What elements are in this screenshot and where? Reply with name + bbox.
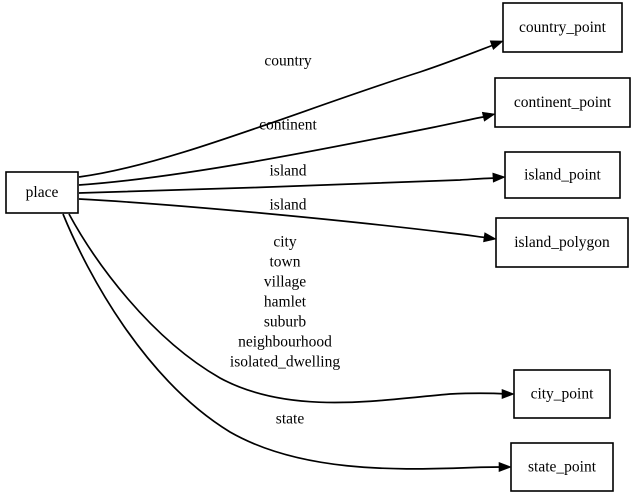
edge-label-edge-continent: continent — [259, 117, 317, 134]
edge-place-to-island_point — [78, 172, 506, 194]
edge-labels-layer: country continent island island city town vill… — [230, 53, 340, 428]
node-box[interactable] — [494, 77, 631, 128]
node-box[interactable] — [510, 442, 614, 492]
target-node-country_point[interactable]: country_point — [502, 2, 623, 53]
edge-place-to-city_point — [68, 213, 515, 404]
edge-line — [68, 213, 507, 404]
edge-label-line: village — [264, 274, 306, 291]
node-label: island_point — [524, 167, 601, 184]
edge-label-edge-country: country — [264, 53, 312, 70]
edge-label-edge-state: state — [276, 411, 305, 428]
edge-label-line: isolated_dwelling — [230, 354, 340, 371]
node-box[interactable] — [513, 369, 611, 419]
arrowhead-icon — [483, 232, 497, 243]
edges-layer — [62, 40, 515, 473]
node-label: island_polygon — [514, 234, 610, 251]
edge-place-to-state_point — [62, 213, 512, 473]
edge-line — [78, 198, 490, 239]
arrowhead-icon — [498, 461, 512, 473]
edge-label-line: neighbourhood — [238, 334, 332, 351]
node-label: place — [26, 184, 59, 201]
node-label: continent_point — [514, 94, 612, 111]
target-node-island_point[interactable]: island_point — [504, 151, 621, 199]
target-node-city_point[interactable]: city_point — [513, 369, 611, 419]
target-node-island_polygon[interactable]: island_polygon — [495, 217, 629, 268]
edge-label-line: hamlet — [264, 294, 307, 311]
edge-place-to-country_point — [78, 40, 504, 178]
arrowhead-icon — [492, 172, 506, 183]
target-node-continent_point[interactable]: continent_point — [494, 77, 631, 128]
edge-line — [78, 43, 497, 178]
edge-place-to-island_polygon — [78, 198, 497, 243]
node-label: city_point — [531, 386, 595, 403]
edge-label-line: suburb — [264, 314, 306, 331]
arrowhead-icon — [489, 40, 504, 50]
edge-label-edge-island-polygon: island — [269, 197, 306, 214]
edge-label-edge-island-point: island — [269, 163, 306, 180]
source-node-place[interactable]: place — [5, 171, 79, 214]
node-box[interactable] — [5, 171, 79, 214]
node-box[interactable] — [504, 151, 621, 199]
edge-label-line: town — [270, 254, 301, 271]
edge-line — [62, 213, 504, 470]
target-node-state_point[interactable]: state_point — [510, 442, 614, 492]
edge-line — [78, 115, 489, 186]
node-label: state_point — [528, 459, 597, 476]
nodes-layer: place country_point continent_point island_… — [5, 2, 631, 492]
node-label: country_point — [519, 19, 607, 36]
node-box[interactable] — [502, 2, 623, 53]
node-box[interactable] — [495, 217, 629, 268]
edge-place-to-continent_point — [78, 111, 496, 186]
edge-line — [78, 177, 499, 194]
arrowhead-icon — [501, 388, 515, 400]
edge-label-line: city — [273, 234, 296, 251]
arrowhead-icon — [481, 111, 496, 122]
